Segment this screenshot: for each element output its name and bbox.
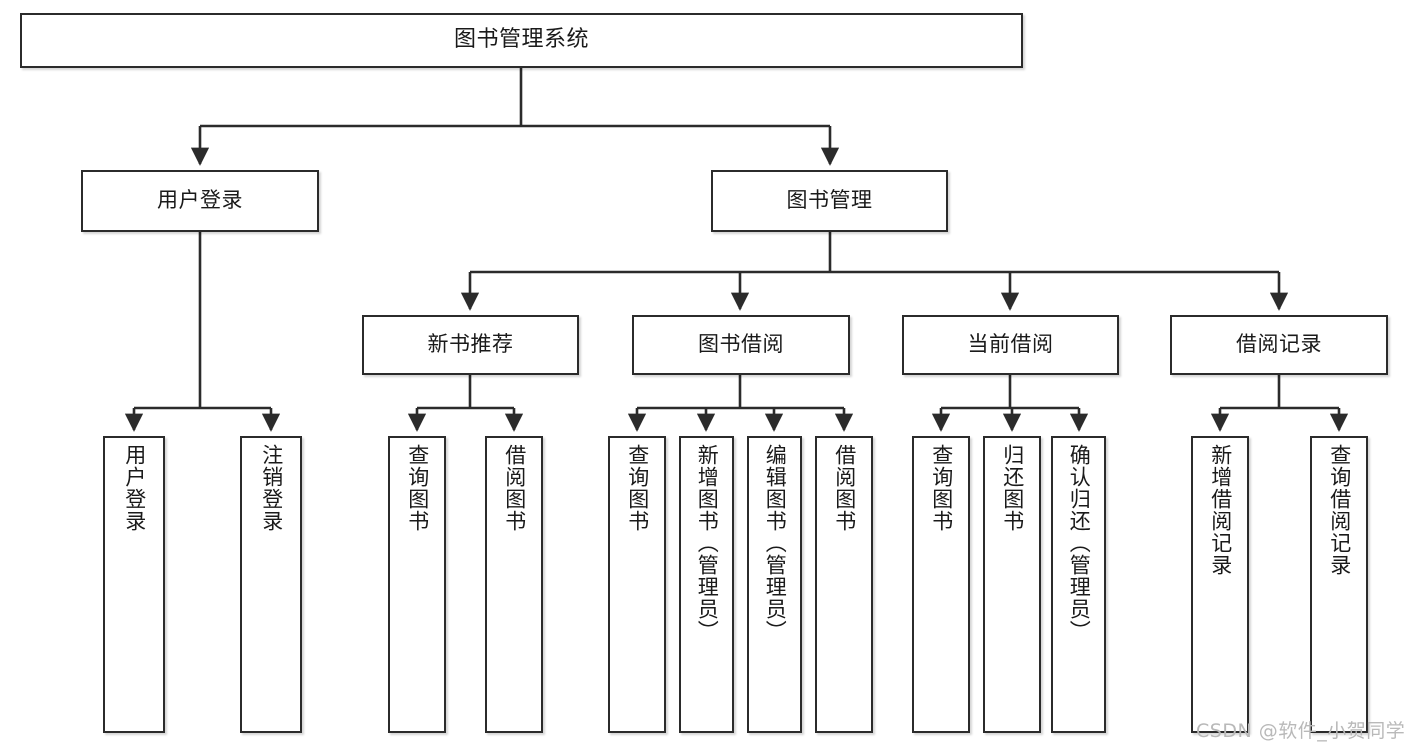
node-user-logout-leaf-label: 注销登录 — [259, 444, 284, 532]
node-book-borrow[interactable]: 图书借阅 — [632, 315, 850, 375]
node-borrow-record-label: 借阅记录 — [1236, 332, 1322, 357]
node-book-borrow-label: 图书借阅 — [698, 332, 784, 357]
node-book-management-label: 图书管理 — [786, 188, 873, 213]
node-add-borrow-record-label: 新增借阅记录 — [1208, 444, 1233, 576]
node-query-borrow-record-label: 查询借阅记录 — [1327, 444, 1352, 576]
node-user-login[interactable]: 用户登录 — [81, 170, 319, 232]
node-query-book-borrow-label: 查询图书 — [625, 444, 650, 532]
node-confirm-return-admin-label: 确认归还（管理员） — [1067, 444, 1092, 642]
node-user-logout-leaf[interactable]: 注销登录 — [240, 436, 302, 733]
node-query-book-recommend-label: 查询图书 — [405, 444, 430, 532]
node-current-borrow-label: 当前借阅 — [967, 332, 1054, 357]
node-borrow-book-recommend-label: 借阅图书 — [502, 444, 527, 532]
node-edit-book-admin-label: 编辑图书（管理员） — [763, 444, 788, 642]
node-add-book-admin[interactable]: 新增图书（管理员） — [679, 436, 734, 733]
node-user-login-leaf-label: 用户登录 — [122, 444, 147, 532]
node-add-borrow-record[interactable]: 新增借阅记录 — [1191, 436, 1249, 733]
node-query-book-recommend[interactable]: 查询图书 — [388, 436, 446, 733]
node-current-borrow[interactable]: 当前借阅 — [902, 315, 1119, 375]
node-return-book-label: 归还图书 — [1000, 444, 1025, 532]
node-return-book[interactable]: 归还图书 — [983, 436, 1041, 733]
node-new-book-recommend[interactable]: 新书推荐 — [362, 315, 579, 375]
node-user-login-label: 用户登录 — [157, 188, 243, 213]
node-borrow-record[interactable]: 借阅记录 — [1170, 315, 1388, 375]
node-confirm-return-admin[interactable]: 确认归还（管理员） — [1051, 436, 1106, 733]
node-query-book-borrow[interactable]: 查询图书 — [608, 436, 666, 733]
node-new-book-recommend-label: 新书推荐 — [427, 332, 514, 357]
node-user-login-leaf[interactable]: 用户登录 — [103, 436, 165, 733]
node-add-book-admin-label: 新增图书（管理员） — [695, 444, 720, 642]
node-root[interactable]: 图书管理系统 — [20, 13, 1023, 68]
node-borrow-book-borrow[interactable]: 借阅图书 — [815, 436, 873, 733]
node-query-book-current[interactable]: 查询图书 — [912, 436, 970, 733]
node-query-borrow-record[interactable]: 查询借阅记录 — [1310, 436, 1368, 733]
node-query-book-current-label: 查询图书 — [929, 444, 954, 532]
node-root-label: 图书管理系统 — [453, 27, 589, 53]
node-edit-book-admin[interactable]: 编辑图书（管理员） — [747, 436, 802, 733]
watermark: CSDN @软件_小贺同学 — [1196, 720, 1405, 742]
node-borrow-book-recommend[interactable]: 借阅图书 — [485, 436, 543, 733]
node-book-management[interactable]: 图书管理 — [711, 170, 948, 232]
node-borrow-book-borrow-label: 借阅图书 — [832, 444, 857, 532]
